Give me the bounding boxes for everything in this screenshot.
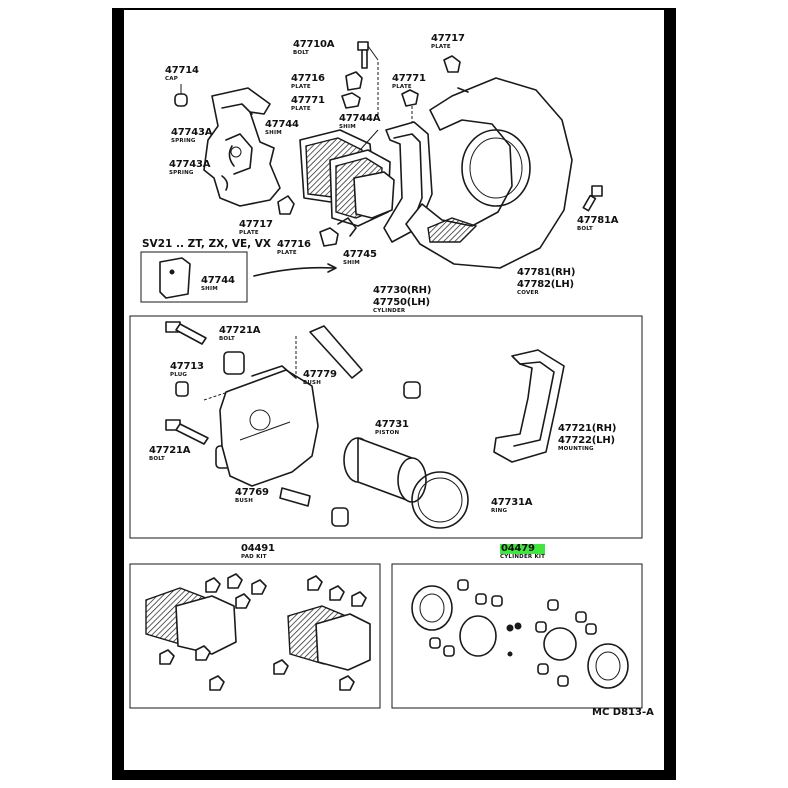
label-47781-rh: 47781(RH) [517, 267, 576, 278]
label-47730-rh: 47730(RH) [373, 285, 432, 296]
pad-kit-drawing [145, 573, 371, 691]
label-47721-rh: 47721(RH) [558, 423, 617, 434]
cylinder-kit-drawing [411, 579, 629, 689]
cylinder-parts-drawing [165, 321, 565, 529]
mounting-bracket-drawing [203, 87, 281, 207]
group-label-sv21: SV21 .. ZT, ZX, VE, VX [142, 238, 272, 250]
drawing-code: MC D813-A [592, 707, 654, 718]
cylinder-section-border [129, 315, 643, 539]
label-47722-lh: 47722(LH)MOUNTING [558, 435, 615, 453]
cylinder-kit-box [391, 563, 643, 709]
dust-cover-drawing [405, 77, 573, 269]
plates-lower-drawing [277, 195, 357, 247]
pad-kit-box [129, 563, 381, 709]
cap-47714-drawing [174, 84, 188, 107]
bolt-47710a-drawing [357, 41, 379, 69]
label-47750-lh: 47750(LH)CYLINDER [373, 297, 430, 315]
bolt-47781a-drawing [582, 185, 603, 212]
sv21-shim-box [140, 251, 337, 303]
small-plates-drawing [341, 55, 461, 124]
label-47782-lh: 47782(LH)COVER [517, 279, 574, 297]
brake-pads-drawing [299, 129, 395, 227]
exploded-view-drawing [129, 41, 643, 709]
